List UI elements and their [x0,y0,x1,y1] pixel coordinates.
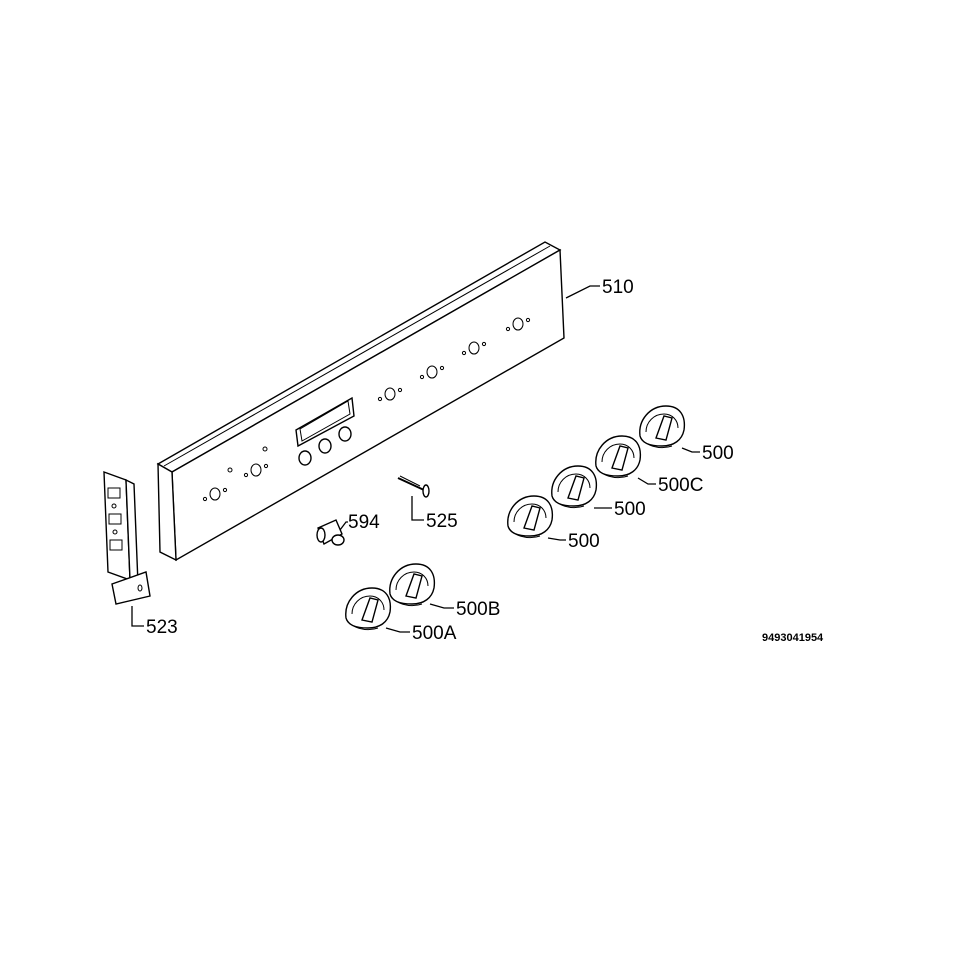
callout-500-top: 500 [702,443,734,464]
callout-510: 510 [602,277,634,298]
lamp-holder-part [316,519,345,546]
knob-500-c [507,495,554,539]
callout-500c: 500C [658,475,703,496]
callout-525: 525 [426,511,458,532]
callout-594: 594 [348,512,380,533]
control-panel-part [156,241,565,562]
knob-500a [345,587,392,631]
screw-part [397,475,430,498]
callout-523: 523 [146,617,178,638]
callout-500b: 500B [456,599,500,620]
callout-500a: 500A [412,623,457,644]
callout-500-low: 500 [568,531,600,552]
callout-500-mid: 500 [614,499,646,520]
knob-500b [389,563,436,607]
knob-500-b [551,465,598,509]
knob-500-a [639,405,686,449]
drawing-code: 9493041954 [762,632,824,644]
knob-500c [595,435,642,479]
bracket-part [103,470,151,605]
